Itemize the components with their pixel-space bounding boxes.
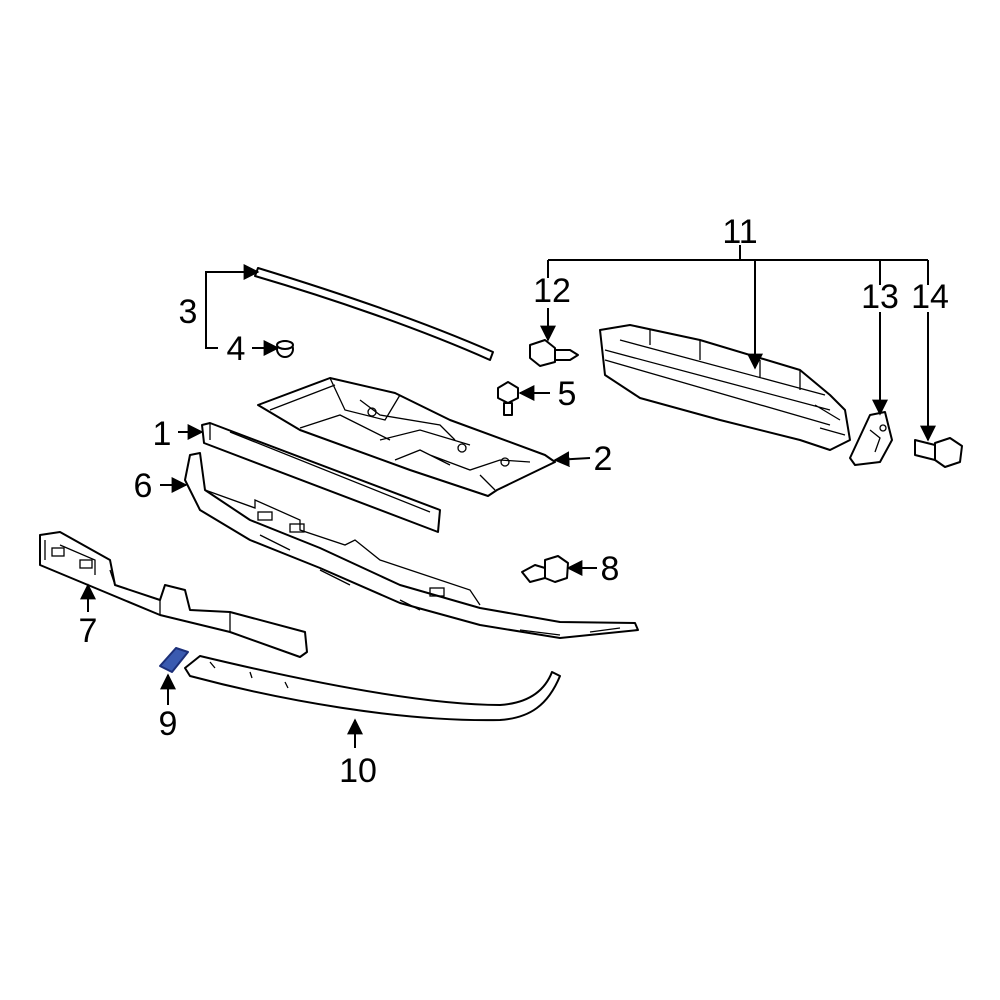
part-4-clip[interactable] <box>276 340 294 358</box>
callout-6: 6 <box>134 467 153 505</box>
callout-3: 3 <box>179 293 198 331</box>
callout-14: 14 <box>911 278 949 316</box>
part-14-bolt[interactable] <box>914 437 963 468</box>
part-7-bracket[interactable] <box>39 531 308 658</box>
part-6-reinforcement[interactable] <box>184 452 639 639</box>
part-3-seal-strip[interactable] <box>254 267 494 361</box>
callout-4: 4 <box>227 330 246 368</box>
callout-1: 1 <box>153 415 172 453</box>
part-9-filler-highlighted[interactable] <box>159 647 189 673</box>
part-12-bolt[interactable] <box>529 339 579 367</box>
part-10-trim-strip[interactable] <box>184 655 561 722</box>
part-5-bolt[interactable] <box>497 381 519 416</box>
part-8-bolt[interactable] <box>521 555 569 583</box>
callout-12: 12 <box>533 272 571 310</box>
callout-9: 9 <box>159 705 178 743</box>
callout-13: 13 <box>861 278 899 316</box>
part-13-bracket[interactable] <box>849 411 893 466</box>
part-1-absorber[interactable] <box>201 422 441 533</box>
callout-8: 8 <box>601 550 620 588</box>
callout-10: 10 <box>339 752 377 790</box>
part-11-absorber-assembly[interactable] <box>599 324 851 451</box>
leader-lines <box>80 245 936 748</box>
callout-11: 11 <box>722 213 757 251</box>
callout-2: 2 <box>594 440 613 478</box>
callout-5: 5 <box>558 375 577 413</box>
callout-7: 7 <box>79 612 98 650</box>
